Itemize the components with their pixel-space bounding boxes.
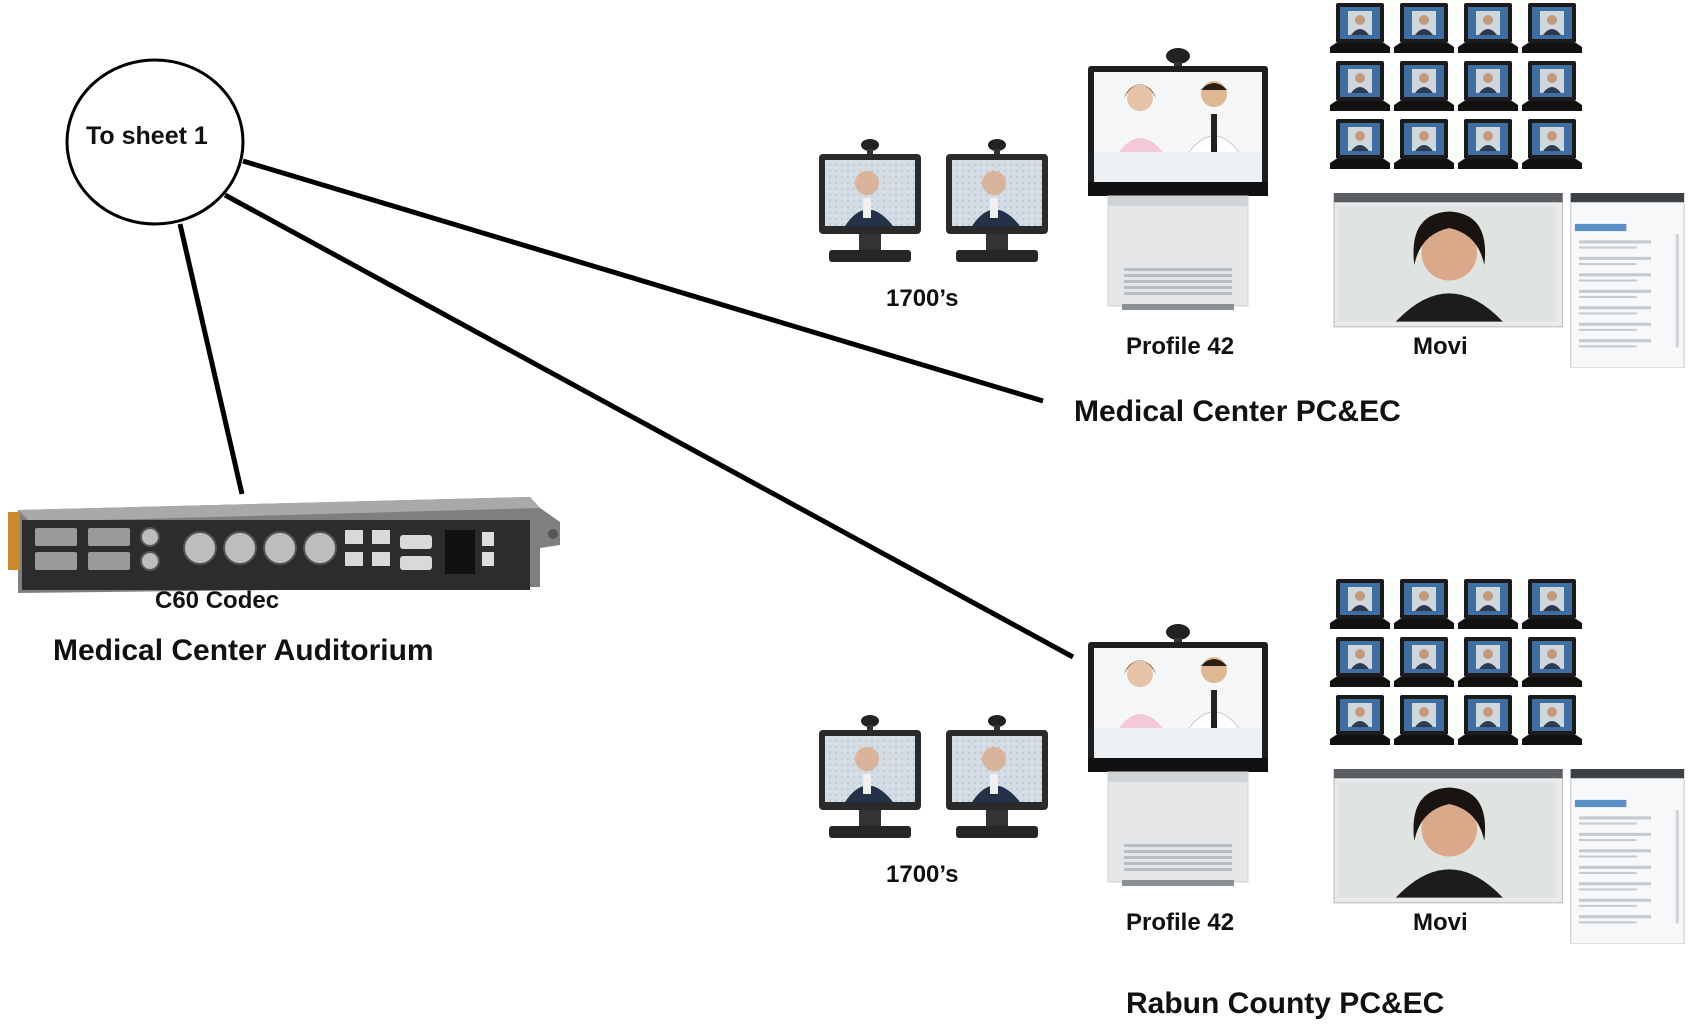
laptop-icon	[1458, 695, 1518, 745]
rabun-county-site-label: Rabun County PC&EC	[1126, 987, 1445, 1020]
endpoint-profile-42	[1088, 623, 1268, 887]
medical-profile-42-label: Profile 42	[1126, 333, 1235, 360]
c60-codec-device	[8, 497, 560, 593]
laptop-icon	[1330, 579, 1390, 629]
laptop-grid	[1330, 579, 1582, 745]
laptop-icon	[1522, 61, 1582, 111]
laptop-icon	[1394, 637, 1454, 687]
endpoint-1700-1	[819, 715, 921, 838]
laptop-icon	[1522, 3, 1582, 53]
medical-center-site-label: Medical Center PC&EC	[1074, 395, 1401, 428]
laptop-icon	[1330, 695, 1390, 745]
endpoint-profile-42	[1088, 47, 1268, 311]
hub-node	[65, 58, 245, 226]
laptop-icon	[1522, 637, 1582, 687]
laptop-icon	[1458, 579, 1518, 629]
laptop-icon	[1522, 695, 1582, 745]
endpoint-movi	[1333, 193, 1685, 368]
medical-1700-label: 1700’s	[886, 285, 959, 312]
c60-codec-label: C60 Codec	[155, 587, 280, 614]
rabun-profile-42-label: Profile 42	[1126, 909, 1235, 936]
rabun-movi-label: Movi	[1413, 909, 1468, 936]
hub-circle	[65, 58, 245, 226]
medical-center-endpoints	[819, 3, 1685, 368]
laptop-icon	[1394, 3, 1454, 53]
laptop-icon	[1522, 119, 1582, 169]
laptop-icon	[1458, 119, 1518, 169]
hub-label: To sheet 1	[86, 122, 208, 150]
endpoint-1700-2	[946, 139, 1048, 262]
connection-line-auditorium	[177, 223, 245, 495]
connections	[177, 158, 1075, 660]
rabun-county-endpoints	[819, 579, 1685, 944]
connection-line-rabun-county	[223, 192, 1075, 660]
rabun-1700-label: 1700’s	[886, 861, 959, 888]
laptop-icon	[1330, 119, 1390, 169]
laptop-icon	[1394, 579, 1454, 629]
laptop-icon	[1330, 637, 1390, 687]
endpoint-1700-1	[819, 139, 921, 262]
laptop-grid	[1330, 3, 1582, 169]
laptop-icon	[1458, 3, 1518, 53]
laptop-icon	[1458, 637, 1518, 687]
laptop-icon	[1330, 3, 1390, 53]
endpoint-1700-2	[946, 715, 1048, 838]
connection-line-medical-center	[242, 158, 1044, 404]
laptop-icon	[1394, 61, 1454, 111]
laptop-icon	[1394, 695, 1454, 745]
medical-movi-label: Movi	[1413, 333, 1468, 360]
laptop-icon	[1458, 61, 1518, 111]
laptop-icon	[1330, 61, 1390, 111]
auditorium-site-label: Medical Center Auditorium	[53, 634, 434, 667]
endpoint-movi	[1333, 769, 1685, 944]
laptop-icon	[1522, 579, 1582, 629]
laptop-icon	[1394, 119, 1454, 169]
